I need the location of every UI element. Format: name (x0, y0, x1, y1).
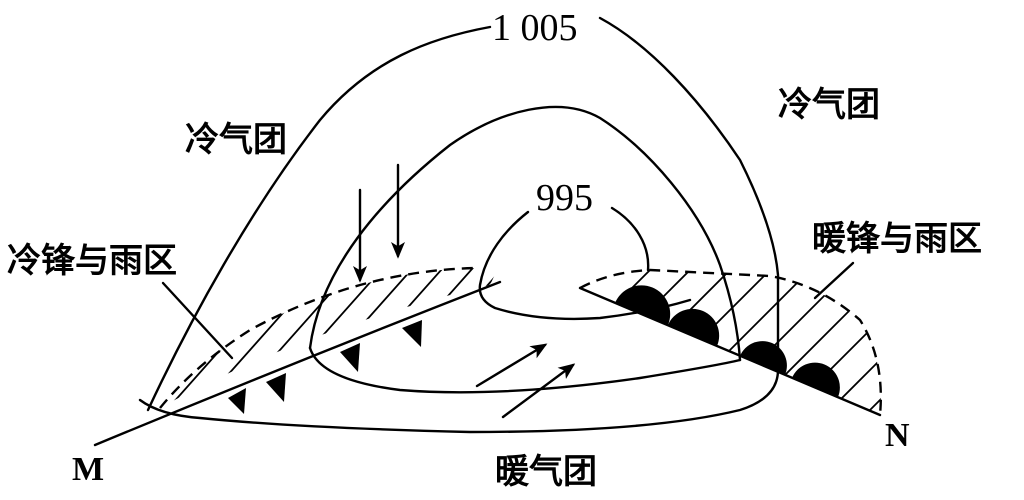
isobar-middle (308, 105, 742, 394)
warm-front-rain-label: 暖锋与雨区 (812, 219, 982, 259)
warm-air-mass-label: 暖气团 (495, 452, 597, 492)
isobar-label-1005: 1 005 (492, 7, 578, 49)
isobar-1005 (138, 16, 780, 434)
isobar-995 (478, 206, 692, 321)
isobar-label-995: 995 (536, 177, 593, 219)
cold-air-mass-right-label: 冷气团 (778, 85, 880, 125)
point-m-label: M (72, 451, 104, 488)
cold-front (93, 280, 502, 447)
cold-front-rain-label: 冷锋与雨区 (7, 241, 177, 281)
cold-air-mass-left-label: 冷气团 (185, 120, 287, 160)
warm-front (578, 285, 882, 417)
warm-front-leader-line (813, 261, 855, 300)
warm-air-arrows (475, 343, 576, 419)
cold-front-leader-line (161, 281, 234, 360)
point-n-label: N (885, 417, 910, 454)
cold-air-arrows (353, 163, 405, 283)
